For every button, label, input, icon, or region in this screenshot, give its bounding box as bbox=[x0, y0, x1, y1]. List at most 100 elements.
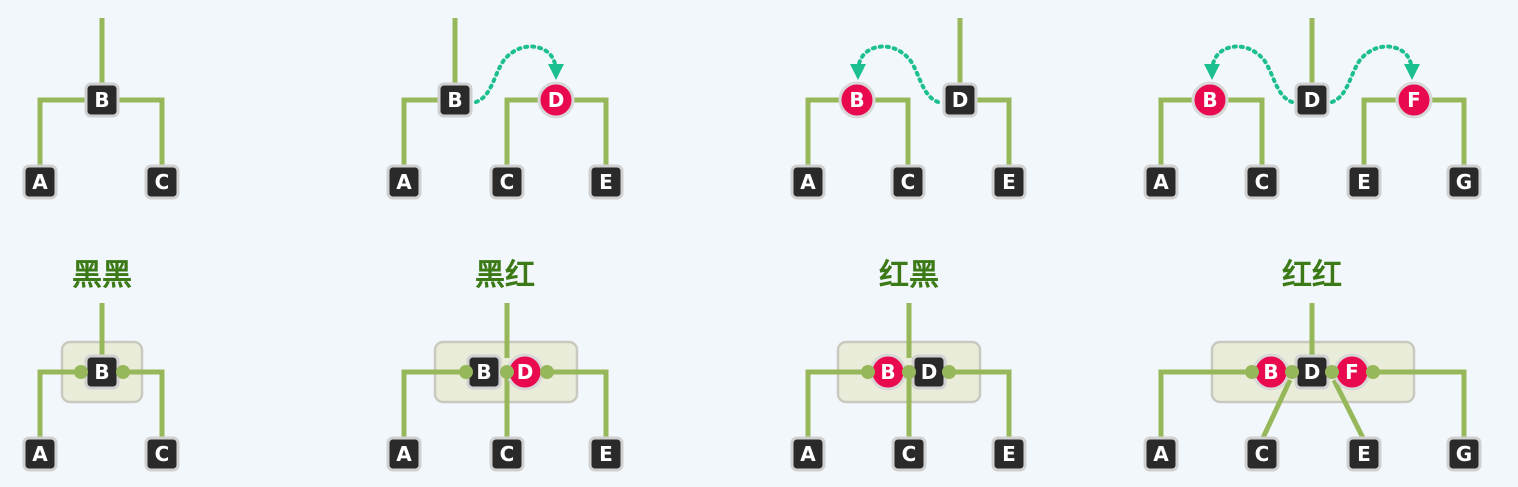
svg-text:E: E bbox=[599, 442, 613, 466]
link-dot bbox=[500, 365, 514, 379]
link-dot bbox=[1245, 365, 1259, 379]
node-red: F bbox=[1333, 353, 1371, 391]
svg-text:E: E bbox=[1002, 170, 1016, 194]
svg-text:C: C bbox=[500, 442, 515, 466]
svg-text:A: A bbox=[396, 170, 412, 194]
edge-f-g bbox=[1430, 97, 1467, 168]
panel-1-merged: B A C bbox=[22, 303, 180, 472]
node-black: C bbox=[1244, 436, 1280, 472]
node-black: G bbox=[1446, 436, 1482, 472]
edge-d-c bbox=[504, 97, 541, 168]
edge-a bbox=[805, 369, 868, 440]
rotation-arrow bbox=[474, 44, 564, 104]
node-black: A bbox=[790, 436, 826, 472]
svg-text:C: C bbox=[155, 170, 170, 194]
svg-text:G: G bbox=[1456, 442, 1472, 466]
panel-4-tree: B D F A C E G bbox=[1143, 18, 1482, 200]
svg-text:B: B bbox=[1263, 360, 1278, 384]
svg-text:A: A bbox=[800, 442, 816, 466]
rotation-arrow-left bbox=[1204, 44, 1294, 104]
svg-text:B: B bbox=[849, 88, 864, 112]
svg-text:F: F bbox=[1345, 360, 1359, 384]
svg-text:A: A bbox=[1153, 170, 1169, 194]
rotation-arrow-right bbox=[1330, 44, 1420, 104]
link-dot bbox=[1285, 365, 1299, 379]
svg-text:D: D bbox=[548, 88, 565, 112]
edge-b-c bbox=[118, 97, 165, 168]
edge-e bbox=[548, 369, 609, 440]
node-black: B bbox=[84, 354, 120, 390]
svg-text:C: C bbox=[500, 170, 515, 194]
svg-text:A: A bbox=[32, 442, 48, 466]
edge-c bbox=[124, 369, 165, 440]
svg-text:D: D bbox=[517, 360, 534, 384]
node-black: E bbox=[1346, 164, 1382, 200]
link-dot bbox=[1325, 365, 1339, 379]
svg-text:E: E bbox=[1357, 170, 1371, 194]
node-black: E bbox=[991, 164, 1027, 200]
svg-text:E: E bbox=[599, 170, 613, 194]
svg-text:B: B bbox=[476, 360, 491, 384]
svg-text:C: C bbox=[1255, 170, 1270, 194]
svg-text:D: D bbox=[921, 360, 938, 384]
edge-b-a bbox=[805, 97, 841, 168]
edge-g bbox=[1374, 369, 1467, 440]
svg-text:E: E bbox=[1002, 442, 1016, 466]
link-dot bbox=[902, 365, 916, 379]
node-black: D bbox=[1294, 354, 1330, 390]
edge-b-a bbox=[37, 97, 86, 168]
node-black: C bbox=[1244, 164, 1280, 200]
node-black: D bbox=[1294, 82, 1330, 118]
node-red: F bbox=[1395, 81, 1433, 119]
caption-red-black: 红黑 bbox=[879, 258, 939, 293]
edge-c bbox=[1259, 378, 1293, 442]
node-black: B bbox=[437, 82, 473, 118]
rotation-arrow bbox=[850, 44, 940, 104]
edge-d-e bbox=[571, 97, 609, 168]
node-black: D bbox=[942, 82, 978, 118]
svg-text:A: A bbox=[396, 442, 412, 466]
link-dot bbox=[1366, 365, 1380, 379]
node-black: E bbox=[588, 436, 624, 472]
svg-text:C: C bbox=[901, 170, 916, 194]
svg-text:A: A bbox=[800, 170, 816, 194]
link-dot bbox=[459, 365, 473, 379]
caption-black-black: 黑黑 bbox=[72, 258, 132, 293]
node-black: C bbox=[489, 436, 525, 472]
svg-text:E: E bbox=[1357, 442, 1371, 466]
svg-text:B: B bbox=[447, 88, 462, 112]
node-red: B bbox=[869, 353, 907, 391]
node-black: C bbox=[489, 164, 525, 200]
node-black: C bbox=[144, 164, 180, 200]
panel-3-tree: B D A C E bbox=[790, 18, 1027, 200]
svg-text:G: G bbox=[1456, 170, 1472, 194]
node-black: C bbox=[890, 164, 926, 200]
caption-black-red: 黑红 bbox=[475, 258, 535, 293]
node-red: D bbox=[537, 81, 575, 119]
edge-e bbox=[1331, 378, 1367, 442]
node-black: E bbox=[991, 436, 1027, 472]
svg-text:A: A bbox=[1153, 442, 1169, 466]
edge-b-c bbox=[1226, 97, 1265, 168]
svg-text:F: F bbox=[1407, 88, 1421, 112]
svg-text:C: C bbox=[902, 442, 917, 466]
node-black: C bbox=[891, 436, 927, 472]
caption-red-red: 红红 bbox=[1282, 258, 1342, 293]
svg-text:D: D bbox=[1304, 360, 1321, 384]
svg-text:B: B bbox=[94, 88, 109, 112]
edge-a bbox=[1158, 369, 1252, 440]
node-black: G bbox=[1446, 164, 1482, 200]
node-black: E bbox=[1346, 436, 1382, 472]
edge-e bbox=[950, 369, 1012, 440]
node-black: D bbox=[911, 354, 947, 390]
node-black: A bbox=[1143, 164, 1179, 200]
svg-text:B: B bbox=[880, 360, 895, 384]
panel-4-merged: B D F A C E G bbox=[1143, 303, 1482, 472]
node-black: C bbox=[144, 436, 180, 472]
node-black: A bbox=[22, 164, 58, 200]
edge-d-e bbox=[976, 97, 1012, 168]
panel-3-merged: B D A C E bbox=[790, 303, 1027, 472]
panel-1-tree: B A C bbox=[22, 18, 180, 200]
